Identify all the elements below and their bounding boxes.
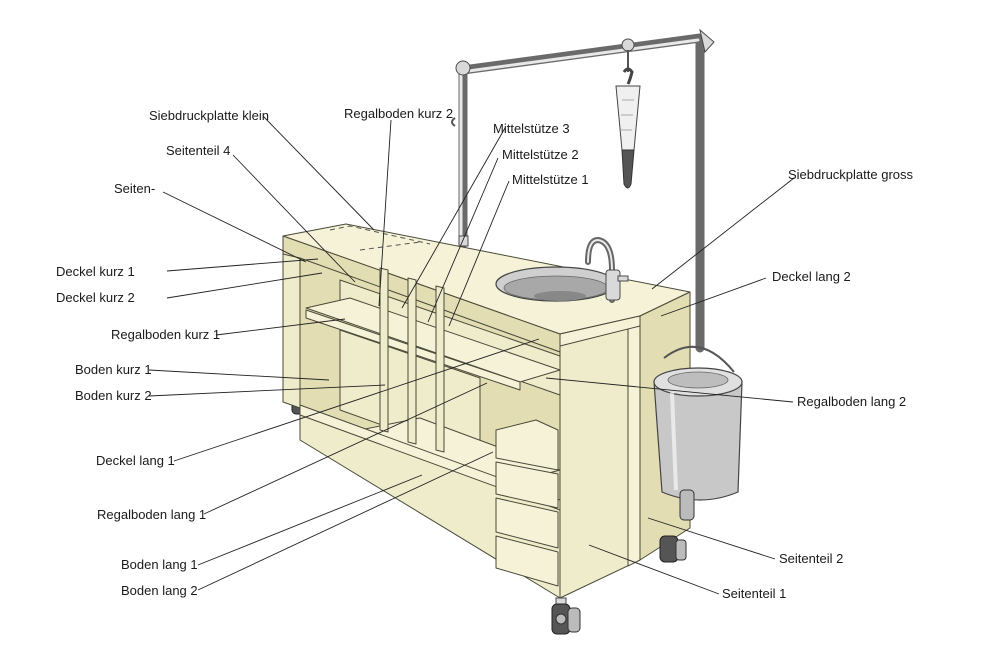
label-seitenteil-2: Seitenteil 2	[779, 551, 843, 566]
label-siebdruckplatte-klein: Siebdruckplatte klein	[149, 108, 269, 123]
label-deckel-lang-1: Deckel lang 1	[96, 453, 175, 468]
label-regalboden-kurz-1: Regalboden kurz 1	[111, 327, 220, 342]
label-mittelstuetze-3: Mittelstütze 3	[493, 121, 570, 136]
label-deckel-lang-2: Deckel lang 2	[772, 269, 851, 284]
label-boden-kurz-1: Boden kurz 1	[75, 362, 152, 377]
workbench-illustration	[282, 28, 743, 635]
label-mittelstuetze-2: Mittelstütze 2	[502, 147, 579, 162]
label-regalboden-lang-2: Regalboden lang 2	[797, 394, 906, 409]
label-boden-lang-1: Boden lang 1	[121, 557, 198, 572]
label-deckel-kurz-2: Deckel kurz 2	[56, 290, 135, 305]
label-boden-kurz-2: Boden kurz 2	[75, 388, 152, 403]
cabinet	[282, 223, 691, 599]
label-deckel-kurz-1: Deckel kurz 1	[56, 264, 135, 279]
label-mittelstuetze-1: Mittelstütze 1	[512, 172, 589, 187]
label-boden-lang-2: Boden lang 2	[121, 583, 198, 598]
part-labels: Siebdruckplatte klein Regalboden kurz 2 …	[56, 106, 914, 601]
bucket-icon	[653, 345, 743, 521]
sink-bowl-icon	[495, 266, 617, 302]
label-seitenteil-1: Seitenteil 1	[722, 586, 786, 601]
label-regalboden-kurz-2: Regalboden kurz 2	[344, 106, 453, 121]
label-seitenteil-4: Seitenteil 4	[166, 143, 230, 158]
pipe-frame	[451, 28, 715, 353]
hose-nozzle-icon	[615, 50, 641, 189]
label-regalboden-lang-1: Regalboden lang 1	[97, 507, 206, 522]
castor-wheels-front	[551, 535, 687, 635]
label-seiten: Seiten-	[114, 181, 155, 196]
drawer-stack	[495, 419, 559, 587]
label-siebdruckplatte-gross: Siebdruckplatte gross	[788, 167, 914, 182]
leader-lines	[148, 115, 795, 595]
faucet-icon	[585, 236, 629, 303]
